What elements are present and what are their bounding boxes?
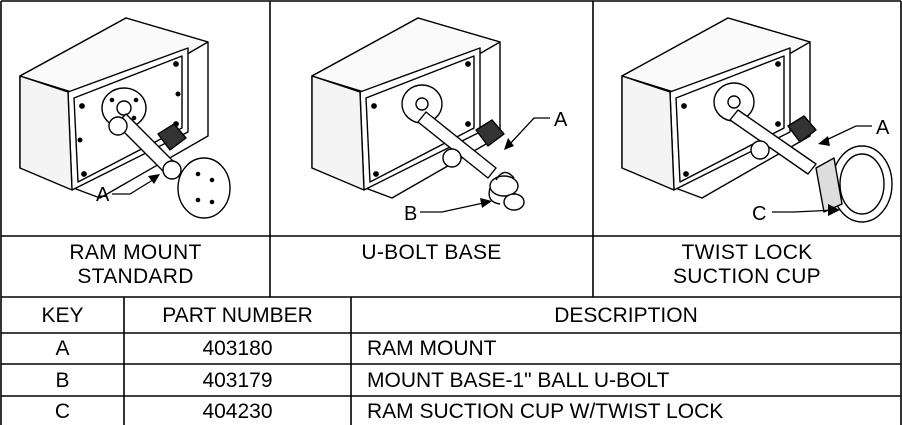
callout-a: A [876, 117, 890, 139]
callout-a: A [554, 109, 568, 131]
figure-twist-lock-suction-cup: A C [621, 17, 893, 225]
row-description: RAM SUCTION CUP W/TWIST LOCK [367, 400, 724, 423]
caption-ram-mount-standard: RAM MOUNT STANDARD [1, 241, 270, 289]
callout-c: C [752, 203, 766, 225]
row-key: A [55, 337, 70, 360]
caption-twist-lock-suction-cup: TWIST LOCK SUCTION CUP [593, 241, 901, 289]
figure-u-bolt-base: A B [311, 17, 568, 225]
caption-line-2: SUCTION CUP [673, 265, 821, 288]
caption-u-bolt-base: U-BOLT BASE [270, 241, 593, 265]
row-key: C [54, 400, 71, 423]
caption-line-1: U-BOLT BASE [361, 241, 502, 264]
header-key: KEY [41, 304, 84, 327]
caption-line-1: TWIST LOCK [681, 241, 813, 264]
row-part-number: 404230 [202, 400, 273, 423]
caption-line-2: STANDARD [77, 265, 194, 288]
callout-a: A [96, 184, 110, 206]
row-description: RAM MOUNT [367, 337, 497, 360]
row-part-number: 403179 [202, 369, 273, 392]
figure-ram-mount-standard: A [19, 17, 231, 219]
header-description: DESCRIPTION [554, 304, 698, 327]
row-part-number: 403180 [202, 337, 273, 360]
row-description: MOUNT BASE-1" BALL U-BOLT [367, 369, 670, 392]
caption-line-1: RAM MOUNT [69, 241, 202, 264]
header-part-number: PART NUMBER [162, 304, 313, 327]
callout-b: B [404, 203, 417, 225]
row-key: B [55, 369, 70, 392]
